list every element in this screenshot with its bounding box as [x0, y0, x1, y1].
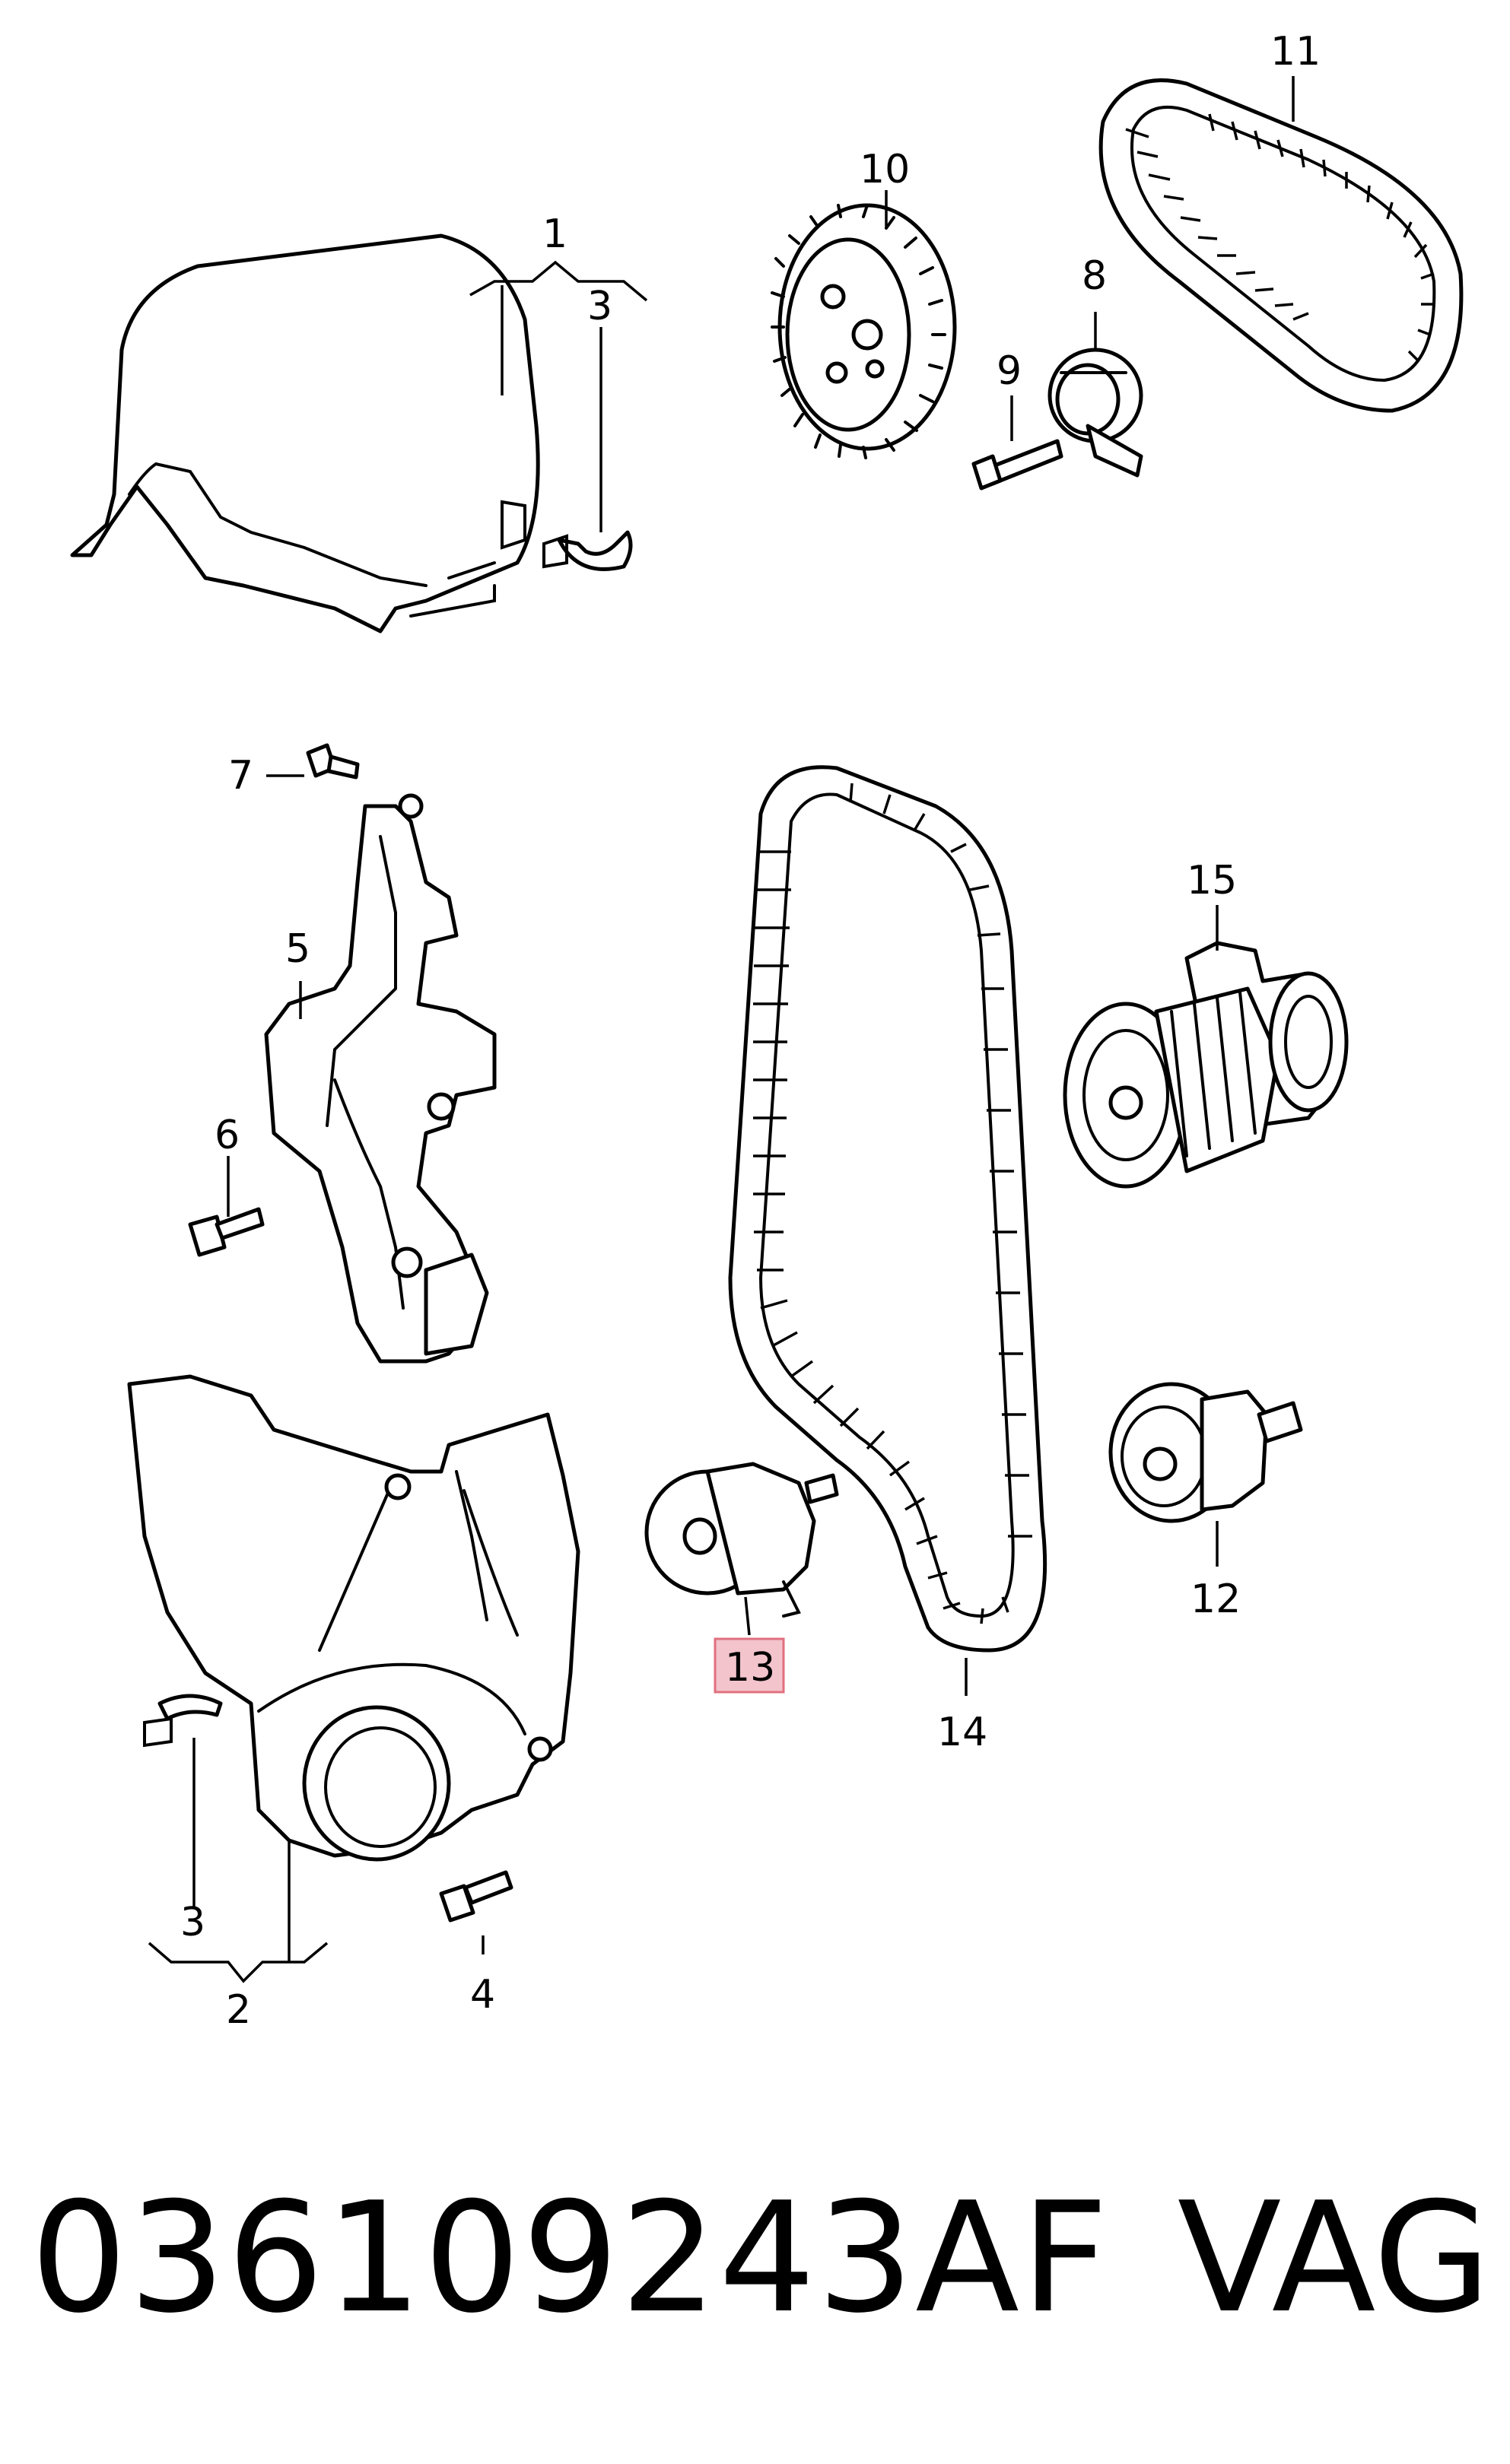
callout-5: 5	[285, 926, 310, 972]
callout-4: 4	[470, 1972, 495, 2018]
upper-timing-cover	[70, 233, 540, 633]
bolt-9	[971, 439, 1063, 491]
callout-11: 11	[1270, 29, 1321, 75]
brand-name: VAG	[1177, 2170, 1491, 2347]
callout-13-highlight	[714, 1637, 785, 1694]
bolt-4	[439, 1870, 513, 1923]
tensioner-pulley	[644, 1462, 839, 1618]
callout-14: 14	[937, 1710, 987, 1755]
leader-lines	[148, 76, 1295, 1983]
callout-1: 1	[542, 211, 567, 257]
callout-12: 12	[1191, 1577, 1241, 1622]
callout-6: 6	[215, 1113, 240, 1158]
bolt-7	[306, 743, 360, 780]
tensioner-roller-small	[1047, 348, 1143, 478]
drive-belt-upper	[1098, 78, 1464, 413]
callout-9: 9	[997, 348, 1022, 394]
callout-13: 13	[725, 1645, 775, 1691]
lower-timing-cover	[127, 1374, 580, 1862]
bolt-6	[188, 1207, 265, 1257]
rear-panel	[264, 793, 497, 1364]
timing-belt	[728, 765, 1047, 1653]
callout-3-bottom: 3	[180, 1900, 205, 1945]
exploded-parts-diagram: 1 3 10 11 8 9 7 5 6 15 12 13 14 3 2 4	[70, 29, 1464, 2033]
part-number: 036109243AF	[30, 2170, 1111, 2347]
callout-10: 10	[860, 147, 910, 192]
callout-15: 15	[1187, 858, 1237, 903]
callout-3-top: 3	[587, 284, 612, 329]
callout-8: 8	[1082, 253, 1107, 299]
water-pump	[1063, 941, 1349, 1189]
callout-2: 2	[226, 1987, 251, 2033]
retaining-clip-top	[542, 530, 633, 571]
camshaft-sprocket	[771, 203, 957, 459]
retaining-clip-bottom	[143, 1694, 223, 1748]
idler-roller	[1108, 1382, 1303, 1523]
callout-7: 7	[228, 753, 253, 799]
footer: 036109243AF VAG	[30, 2160, 1491, 2358]
